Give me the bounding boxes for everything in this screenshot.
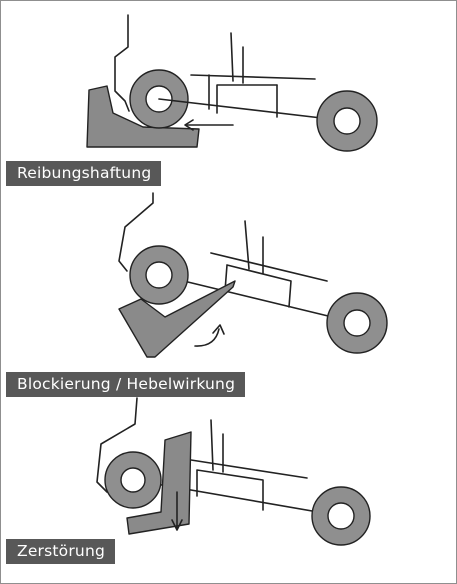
chassis-rail <box>210 252 328 282</box>
panel-friction: Reibungshaftung <box>1 1 456 191</box>
vehicle-outline <box>118 192 154 272</box>
down-arrow-head <box>171 519 183 531</box>
front-wheel-hub <box>145 261 173 289</box>
push-arrow-head <box>184 119 194 131</box>
rotation-arrow-arc <box>194 328 220 347</box>
panel-label-destruction: Zerstörung <box>6 539 116 564</box>
axle-line <box>158 274 358 324</box>
rear-wheel-hub <box>343 309 371 337</box>
vehicle-outline <box>114 14 130 112</box>
mast-left <box>244 220 250 270</box>
barrier-blade <box>126 431 192 535</box>
panel-blocking-illustration <box>118 192 388 358</box>
vehicle-outline <box>96 397 138 493</box>
frame-box <box>216 84 278 114</box>
axle-line <box>158 98 348 122</box>
barrier-blade <box>86 85 200 148</box>
mast-left <box>230 32 234 82</box>
barrier-blade <box>118 280 236 358</box>
chassis-rail <box>190 459 308 479</box>
mast-left <box>210 419 214 471</box>
panel-destruction: Zerstörung <box>1 396 456 583</box>
rotation-arrow-head <box>212 324 225 335</box>
front-wheel-hub <box>120 467 146 493</box>
panel-destruction-illustration <box>96 397 371 546</box>
frame-box <box>196 469 264 511</box>
panel-friction-illustration <box>86 14 378 152</box>
rear-wheel-hub <box>333 107 361 135</box>
panel-label-friction: Reibungshaftung <box>6 161 162 186</box>
frame-box <box>224 264 292 308</box>
panel-label-blocking: Blockierung / Hebelwirkung <box>6 372 246 397</box>
panel-blocking: Blockierung / Hebelwirkung <box>1 191 456 397</box>
chassis-rail <box>190 74 316 80</box>
rear-wheel-hub <box>327 502 355 530</box>
